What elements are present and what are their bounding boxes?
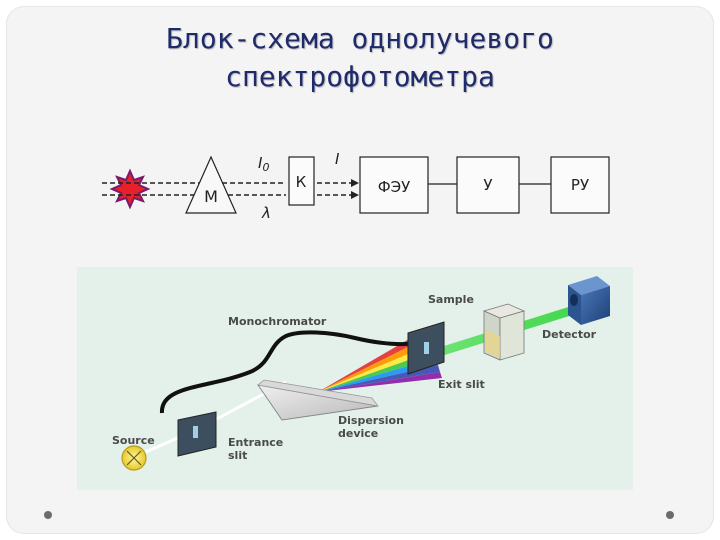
- recorder-label: РУ: [571, 176, 589, 194]
- dashed-beam-lamp: [102, 182, 200, 196]
- monochromator-triangle: [185, 155, 237, 214]
- label-entrance: Entrance: [228, 436, 283, 449]
- arrow-head-1: [351, 179, 359, 187]
- monochromator-brace: [159, 330, 421, 414]
- dashed-beam-i0: [222, 182, 286, 196]
- i-label: I: [335, 150, 340, 168]
- lambda-label: λ: [261, 204, 271, 222]
- cuvette-box: [288, 156, 315, 206]
- exit-slit-opening: [424, 342, 429, 354]
- label-monochromator: Monochromator: [228, 315, 327, 328]
- label-detector: Detector: [542, 328, 597, 341]
- source-lamp-icon: [121, 445, 147, 471]
- label-sample: Sample: [428, 293, 474, 306]
- amplifier-label: У: [483, 176, 492, 194]
- monochromator-label: М: [204, 187, 218, 206]
- title-line-1: Блок-схема однолучевого: [166, 22, 554, 55]
- detector-box: [568, 276, 610, 325]
- arrow-head-2: [351, 191, 359, 199]
- label-slit: slit: [228, 449, 247, 462]
- label-dispersion: Dispersion: [338, 414, 404, 427]
- cuvette-label: К: [296, 173, 307, 191]
- pmt-label: ФЭУ: [378, 178, 411, 196]
- title-line-2: спектрофотометра: [225, 60, 495, 93]
- label-device: device: [338, 427, 378, 440]
- i0-label: I0: [258, 154, 269, 174]
- bullet-left: [44, 511, 52, 519]
- label-exit-slit: Exit slit: [438, 378, 485, 391]
- prism-top-face: [257, 379, 379, 407]
- amplifier-box: [456, 156, 520, 214]
- bullet-right: [666, 511, 674, 519]
- recorder-box: [550, 156, 610, 214]
- sample-cuvette: [482, 303, 526, 361]
- slide-title: Блок-схема однолучевого спектрофотометра: [0, 20, 720, 96]
- pmt-box: [359, 156, 429, 214]
- entrance-slit-opening: [193, 426, 198, 438]
- label-source: Source: [112, 434, 155, 447]
- dashed-beam-i: [317, 182, 352, 196]
